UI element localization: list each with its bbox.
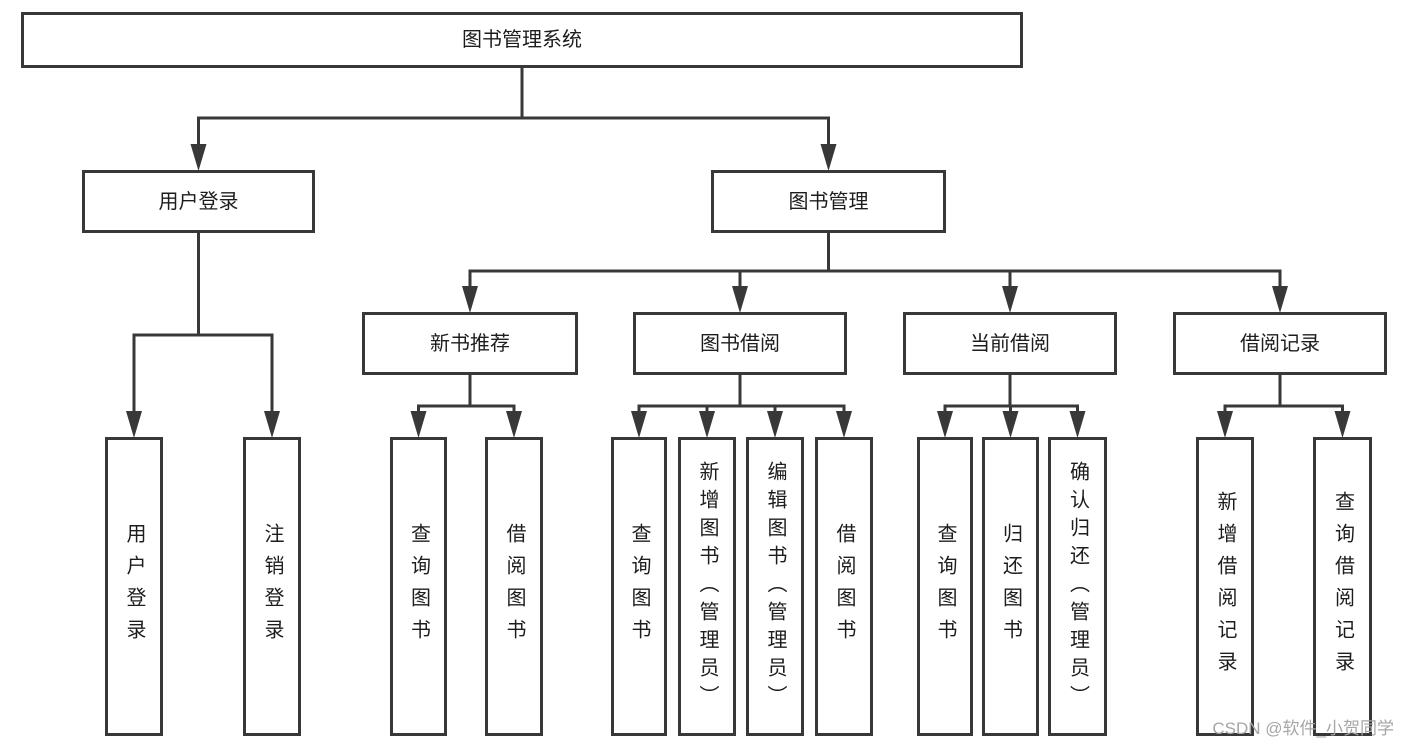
- node-leaf-borrow-book-1: 借阅图书: [485, 437, 543, 736]
- arrowhead-icon: [1069, 411, 1086, 438]
- node-label-leaf-add-record: 新增借阅记录: [1214, 490, 1236, 683]
- node-label-leaf-return-book: 归还图书: [999, 522, 1022, 651]
- node-label-leaf-query-book-2: 查询图书: [628, 522, 650, 651]
- csdn-watermark: CSDN @软件_小贺同学: [1212, 719, 1394, 738]
- node-label-book-mgmt: 图书管理: [788, 190, 869, 213]
- node-new-book-rec: 新书推荐: [362, 312, 578, 375]
- arrowhead-icon: [732, 286, 748, 313]
- node-label-new-book-rec: 新书推荐: [430, 332, 510, 355]
- node-label-leaf-borrow-book-1: 借阅图书: [503, 522, 525, 651]
- node-label-leaf-user-login: 用户登录: [123, 522, 145, 651]
- arrowhead-icon: [820, 144, 837, 171]
- arrowhead-icon: [506, 411, 522, 438]
- node-book-borrow: 图书借阅: [633, 312, 847, 375]
- node-label-leaf-query-record: 查询借阅记录: [1331, 490, 1354, 683]
- arrowhead-icon: [1272, 286, 1288, 313]
- arrowhead-icon: [937, 411, 953, 438]
- node-label-user-login: 用户登录: [158, 190, 239, 213]
- node-label-leaf-logout: 注销登录: [261, 522, 283, 651]
- node-label-leaf-confirm-return: 确认归还（管理员）: [1066, 460, 1089, 713]
- node-label-leaf-edit-book: 编辑图书（管理员）: [764, 460, 786, 713]
- arrowhead-icon: [767, 411, 783, 438]
- node-leaf-query-book-3: 查询图书: [917, 437, 973, 736]
- node-label-leaf-query-book-1: 查询图书: [407, 522, 430, 651]
- node-label-root: 图书管理系统: [462, 29, 582, 51]
- node-leaf-query-book-2: 查询图书: [611, 437, 667, 736]
- node-root: 图书管理系统: [21, 12, 1023, 68]
- arrowhead-icon: [462, 286, 478, 313]
- node-leaf-add-book: 新增图书（管理员）: [678, 437, 736, 736]
- arrowhead-icon: [264, 411, 280, 438]
- node-leaf-add-record: 新增借阅记录: [1196, 437, 1254, 736]
- arrowhead-icon: [190, 144, 207, 171]
- arrowhead-icon: [126, 411, 142, 438]
- arrowhead-icon: [631, 411, 647, 438]
- node-leaf-user-login: 用户登录: [105, 437, 163, 736]
- arrowhead-icon: [1217, 411, 1233, 438]
- node-current-borrow: 当前借阅: [903, 312, 1117, 375]
- node-leaf-confirm-return: 确认归还（管理员）: [1048, 437, 1107, 736]
- node-book-mgmt: 图书管理: [711, 170, 946, 233]
- node-label-leaf-query-book-3: 查询图书: [934, 522, 956, 651]
- node-label-leaf-add-book: 新增图书（管理员）: [696, 460, 718, 713]
- node-leaf-return-book: 归还图书: [982, 437, 1039, 736]
- node-label-leaf-borrow-book-2: 借阅图书: [833, 522, 855, 651]
- node-label-book-borrow: 图书借阅: [700, 332, 780, 355]
- arrowhead-icon: [1334, 411, 1351, 438]
- node-leaf-edit-book: 编辑图书（管理员）: [746, 437, 804, 736]
- arrowhead-icon: [410, 411, 427, 438]
- node-borrow-records: 借阅记录: [1173, 312, 1387, 375]
- arrowhead-icon: [836, 411, 852, 438]
- node-user-login: 用户登录: [82, 170, 315, 233]
- node-leaf-borrow-book-2: 借阅图书: [815, 437, 873, 736]
- node-leaf-query-record: 查询借阅记录: [1313, 437, 1372, 736]
- node-leaf-logout: 注销登录: [243, 437, 301, 736]
- node-label-current-borrow: 当前借阅: [970, 332, 1050, 355]
- arrowhead-icon: [1002, 411, 1019, 438]
- node-leaf-query-book-1: 查询图书: [390, 437, 447, 736]
- node-label-borrow-records: 借阅记录: [1240, 332, 1320, 355]
- arrowhead-icon: [699, 411, 715, 438]
- arrowhead-icon: [1002, 286, 1018, 313]
